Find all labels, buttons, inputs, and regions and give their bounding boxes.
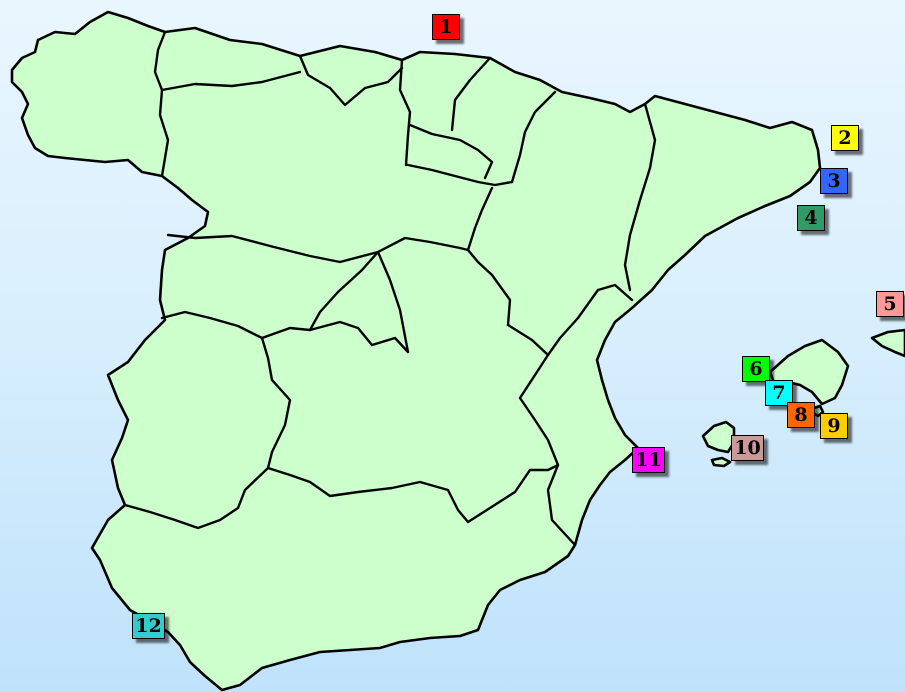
region-marker-3[interactable]: 3 bbox=[820, 168, 848, 194]
ibiza-island bbox=[701, 420, 736, 454]
region-marker-9[interactable]: 9 bbox=[820, 413, 848, 439]
region-marker-4[interactable]: 4 bbox=[797, 205, 825, 231]
region-borders bbox=[123, 30, 657, 547]
formentera-island bbox=[710, 456, 732, 468]
region-marker-10[interactable]: 10 bbox=[731, 435, 764, 461]
region-marker-1[interactable]: 1 bbox=[432, 14, 460, 40]
region-marker-2[interactable]: 2 bbox=[831, 125, 859, 151]
mainland-spain bbox=[10, 10, 822, 692]
region-marker-6[interactable]: 6 bbox=[742, 356, 770, 382]
region-marker-8[interactable]: 8 bbox=[787, 402, 815, 428]
region-marker-5[interactable]: 5 bbox=[876, 291, 904, 317]
region-marker-11[interactable]: 11 bbox=[632, 447, 665, 473]
menorca-island bbox=[870, 328, 905, 358]
region-marker-12[interactable]: 12 bbox=[132, 613, 165, 639]
region-marker-7[interactable]: 7 bbox=[765, 380, 793, 406]
